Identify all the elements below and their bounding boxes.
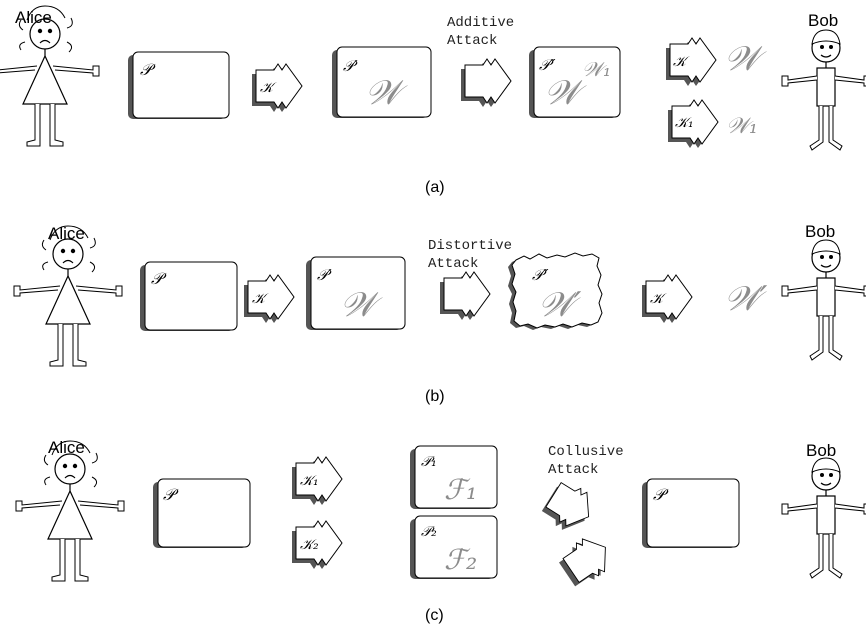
row-a: Alice 𝒫 𝒦 𝒫′ 𝒲 Additive Attack 𝒫″ (0, 5, 866, 196)
alice-label: Alice (48, 224, 85, 243)
collusive-attack-line1: Collusive (548, 444, 624, 460)
alice-label: Alice (15, 8, 52, 27)
card-p-dprime-distorted: 𝒫″ 𝒲′ (508, 252, 603, 330)
key-arrow-k-detect: 𝒦 (642, 274, 693, 323)
alice-figure (0, 5, 100, 147)
key-arrow-k1-detect: 𝒦₁ (668, 99, 719, 148)
distortive-attack-line1: Distortive (428, 238, 512, 254)
caption-c: (c) (425, 607, 444, 624)
row-b: Alice 𝒫 𝒦 𝒫′ 𝒲 Distortive Attack 𝒫″ (13, 222, 866, 405)
watermark-w-prime: 𝒲′ (538, 285, 582, 325)
bob-figure (781, 239, 866, 361)
card-p-dprime: 𝒫″ 𝒲 𝒲₁ (529, 46, 621, 118)
card-p1: 𝒫₁ ℱ₁ (410, 445, 498, 509)
bob-figure (781, 29, 866, 151)
alice-figure (13, 225, 123, 367)
card-p1-symbol: 𝒫₁ (421, 454, 437, 470)
detected-w: 𝒲 (724, 39, 767, 79)
card-p: 𝒫 (128, 51, 230, 119)
card-p: 𝒫 (153, 478, 251, 548)
row-c: Alice 𝒫 𝒦₁ 𝒦₂ 𝒫₁ ℱ₁ 𝒫₂ ℱ₂ (15, 438, 866, 624)
bob-figure (781, 457, 866, 579)
detected-w1: 𝒲₁ (726, 114, 758, 139)
key-arrow-k: 𝒦 (252, 63, 303, 112)
attack-arrow-c-up (556, 530, 617, 591)
additive-attack-line1: Additive (447, 15, 514, 31)
card-p-prime: 𝒫′ 𝒲 (332, 46, 432, 118)
key-arrow-k2-symbol: 𝒦₂ (300, 537, 319, 553)
key-arrow-k-detect: 𝒦 (666, 37, 717, 86)
card-p-dprime-symbol: 𝒫″ (532, 266, 549, 284)
card-p-prime: 𝒫′ 𝒲 (306, 256, 406, 330)
card-p-prime-symbol: 𝒫′ (317, 266, 332, 284)
bob-label: Bob (806, 441, 836, 460)
card-p-result: 𝒫 (642, 478, 740, 548)
card-p2: 𝒫₂ ℱ₂ (410, 515, 498, 579)
key-arrow-k1-detect-symbol: 𝒦₁ (675, 115, 694, 131)
key-arrow-k2: 𝒦₂ (292, 520, 343, 569)
card-p: 𝒫 (140, 261, 238, 331)
attack-arrow-a (461, 58, 512, 107)
card-p-dprime-symbol: 𝒫″ (539, 56, 556, 74)
attack-arrow-c-down (539, 477, 600, 538)
fingerprint-f2: ℱ₂ (444, 543, 477, 576)
alice-label: Alice (48, 438, 85, 457)
bob-label: Bob (808, 11, 838, 30)
detected-w-prime: 𝒲′ (724, 279, 768, 319)
collusive-attack-line2: Attack (548, 462, 598, 478)
distortive-attack-line2: Attack (428, 256, 478, 272)
card-p-prime-symbol: 𝒫′ (343, 57, 358, 75)
caption-a: (a) (425, 179, 445, 196)
additive-attack-line2: Attack (447, 33, 497, 49)
card-p2-symbol: 𝒫₂ (421, 524, 437, 540)
attack-arrow-b (440, 271, 491, 320)
caption-b: (b) (425, 388, 445, 405)
key-arrow-k1: 𝒦₁ (292, 456, 343, 505)
key-arrow-k: 𝒦 (244, 274, 295, 323)
watermark-w1: 𝒲₁ (582, 57, 611, 81)
key-arrow-k1-symbol: 𝒦₁ (300, 473, 319, 489)
bob-label: Bob (805, 222, 835, 241)
fingerprint-f1: ℱ₁ (444, 473, 477, 506)
alice-figure (15, 440, 125, 582)
